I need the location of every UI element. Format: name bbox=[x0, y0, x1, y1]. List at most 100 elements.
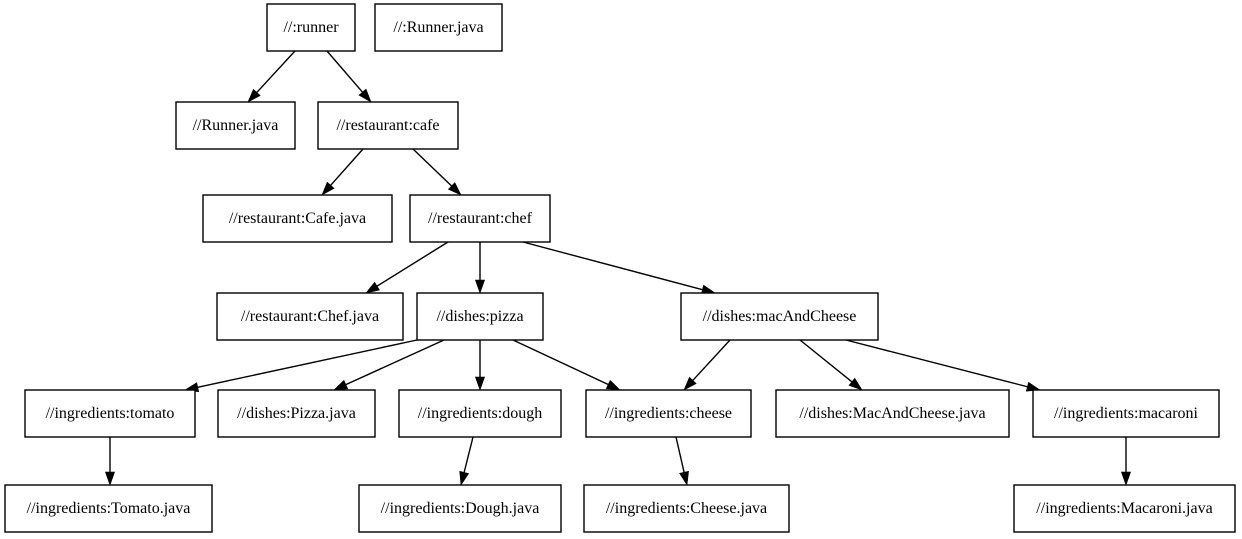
edge-arrowhead-icon bbox=[474, 376, 486, 391]
node-label: //ingredients:tomato bbox=[46, 405, 175, 422]
graph-edge bbox=[474, 242, 486, 294]
node-label: //restaurant:Cafe.java bbox=[229, 210, 366, 227]
edge-line bbox=[330, 148, 364, 186]
node-box[interactable] bbox=[1032, 389, 1220, 438]
graph-edge bbox=[365, 241, 449, 294]
edge-line bbox=[692, 339, 731, 381]
edge-line bbox=[326, 50, 364, 93]
node-label: //ingredients:Tomato.java bbox=[27, 500, 191, 517]
node-box[interactable] bbox=[398, 389, 562, 438]
graph-edge bbox=[683, 339, 731, 391]
edge-line bbox=[799, 339, 853, 383]
graph-edge bbox=[845, 339, 1041, 392]
node-box[interactable] bbox=[775, 389, 1010, 438]
edge-line bbox=[675, 436, 685, 473]
graph-node-dishes_pizza_java[interactable]: //dishes:Pizza.java bbox=[217, 389, 376, 438]
graph-edge bbox=[675, 436, 689, 486]
node-label: //:Runner.java bbox=[393, 19, 483, 36]
edge-arrowhead-icon bbox=[459, 470, 470, 486]
edge-arrowhead-icon bbox=[321, 181, 335, 196]
node-box[interactable] bbox=[216, 292, 404, 341]
node-box[interactable] bbox=[680, 292, 879, 341]
graph-edge bbox=[104, 437, 116, 486]
edge-arrowhead-icon bbox=[247, 88, 261, 103]
graph-node-restaurant_chef_java[interactable]: //restaurant:Chef.java bbox=[216, 292, 404, 341]
edge-arrowhead-icon bbox=[683, 376, 697, 391]
graph-edge bbox=[799, 339, 863, 391]
node-box[interactable] bbox=[1013, 484, 1236, 533]
node-label: //restaurant:chef bbox=[428, 210, 533, 227]
graph-node-ing_macaroni[interactable]: //ingredients:macaroni bbox=[1032, 389, 1220, 438]
node-box[interactable] bbox=[374, 3, 503, 52]
node-label: //dishes:MacAndCheese.java bbox=[799, 405, 985, 422]
graph-node-dishes_macandcheese[interactable]: //dishes:macAndCheese bbox=[680, 292, 879, 341]
node-label: //ingredients:macaroni bbox=[1054, 405, 1199, 422]
graph-node-ing_macaroni_java[interactable]: //ingredients:Macaroni.java bbox=[1013, 484, 1236, 533]
edge-line bbox=[522, 241, 703, 291]
graph-edge bbox=[184, 339, 418, 393]
graph-node-ing_tomato_java[interactable]: //ingredients:Tomato.java bbox=[4, 484, 213, 533]
edge-arrowhead-icon bbox=[1120, 471, 1132, 486]
graph-edge bbox=[247, 50, 296, 103]
node-label: //:runner bbox=[283, 19, 339, 36]
node-box[interactable] bbox=[583, 484, 790, 533]
graph-edges-layer bbox=[104, 50, 1132, 486]
graph-edge bbox=[326, 50, 372, 103]
node-label: //ingredients:dough bbox=[418, 405, 542, 422]
edge-line bbox=[376, 241, 449, 287]
graph-node-dishes_pizza[interactable]: //dishes:pizza bbox=[416, 292, 544, 341]
graph-node-restaurant_cafe_java[interactable]: //restaurant:Cafe.java bbox=[202, 194, 393, 243]
graph-node-ing_tomato[interactable]: //ingredients:tomato bbox=[24, 389, 196, 438]
node-box[interactable] bbox=[175, 101, 296, 150]
edge-arrowhead-icon bbox=[365, 281, 380, 294]
edge-line bbox=[345, 339, 445, 386]
edge-arrowhead-icon bbox=[104, 471, 116, 486]
node-label: //restaurant:cafe bbox=[336, 117, 439, 134]
edge-line bbox=[256, 50, 296, 93]
graph-node-runner[interactable]: //:runner bbox=[266, 3, 356, 52]
node-label: //dishes:macAndCheese bbox=[703, 308, 857, 325]
graph-edge bbox=[1120, 437, 1132, 486]
node-box[interactable] bbox=[4, 484, 213, 533]
node-label: //ingredients:Cheese.java bbox=[606, 500, 767, 517]
edge-arrowhead-icon bbox=[679, 470, 689, 486]
node-label: //ingredients:Macaroni.java bbox=[1036, 500, 1212, 517]
graph-node-ing_dough[interactable]: //ingredients:dough bbox=[398, 389, 562, 438]
edge-arrowhead-icon bbox=[358, 88, 372, 103]
node-label: //Runner.java bbox=[193, 117, 279, 134]
node-label: //dishes:Pizza.java bbox=[237, 405, 356, 422]
node-box[interactable] bbox=[24, 389, 196, 438]
node-box[interactable] bbox=[202, 194, 393, 243]
node-label: //dishes:pizza bbox=[436, 308, 523, 325]
node-box[interactable] bbox=[266, 3, 356, 52]
graph-node-restaurant_chef[interactable]: //restaurant:chef bbox=[409, 194, 551, 243]
node-box[interactable] bbox=[585, 389, 752, 438]
edge-arrowhead-icon bbox=[447, 182, 462, 196]
node-box[interactable] bbox=[416, 292, 544, 341]
graph-node-ing_cheese[interactable]: //ingredients:cheese bbox=[585, 389, 752, 438]
node-box[interactable] bbox=[317, 101, 459, 150]
graph-node-dishes_mac_java[interactable]: //dishes:MacAndCheese.java bbox=[775, 389, 1010, 438]
edge-arrowhead-icon bbox=[333, 379, 349, 391]
edge-line bbox=[512, 339, 609, 386]
graph-edge bbox=[321, 148, 364, 196]
graph-node-runner_java_root[interactable]: //:Runner.java bbox=[374, 3, 503, 52]
node-label: //ingredients:cheese bbox=[605, 405, 732, 422]
graph-edge bbox=[333, 339, 445, 391]
node-box[interactable] bbox=[409, 194, 551, 243]
graph-edge bbox=[459, 436, 474, 486]
graph-edge bbox=[412, 148, 462, 196]
edge-line bbox=[412, 148, 453, 187]
graph-node-ing_dough_java[interactable]: //ingredients:Dough.java bbox=[358, 484, 562, 533]
graph-node-ing_cheese_java[interactable]: //ingredients:Cheese.java bbox=[583, 484, 790, 533]
node-box[interactable] bbox=[358, 484, 562, 533]
edge-arrowhead-icon bbox=[474, 279, 486, 294]
graph-node-runner_java[interactable]: //Runner.java bbox=[175, 101, 296, 150]
graph-edge bbox=[512, 339, 621, 391]
node-box[interactable] bbox=[217, 389, 376, 438]
graph-node-restaurant_cafe[interactable]: //restaurant:cafe bbox=[317, 101, 459, 150]
edge-line bbox=[463, 436, 474, 473]
graph-edge bbox=[474, 340, 486, 391]
node-label: //restaurant:Chef.java bbox=[241, 308, 379, 325]
